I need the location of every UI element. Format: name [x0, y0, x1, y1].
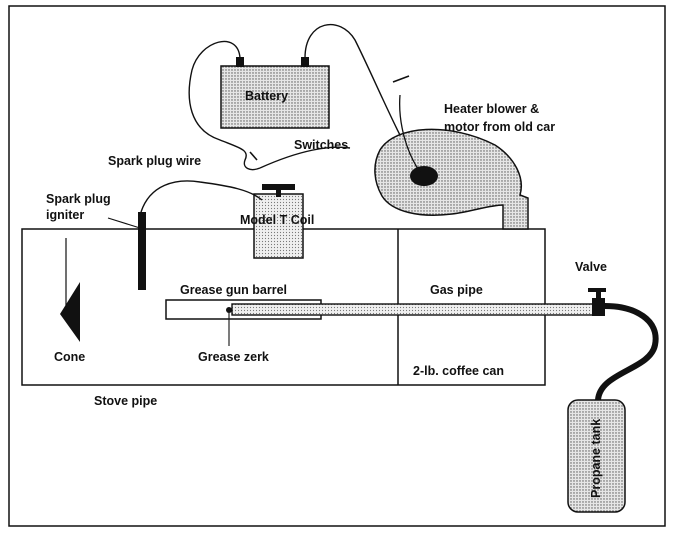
model-t-coil: [253, 193, 304, 259]
outer-frame: [8, 5, 666, 527]
spark-plug-label: Spark plug: [46, 192, 111, 206]
coffee-can-label: 2-lb. coffee can: [413, 364, 504, 378]
spark-plug-igniter: [138, 212, 146, 290]
wire-to-blower: [259, 146, 351, 169]
stove-pipe-label: Stove pipe: [94, 394, 157, 408]
propane-hose: [595, 303, 659, 403]
gas-pipe-label: Gas pipe: [430, 283, 483, 297]
battery-terminal-left: [236, 57, 244, 67]
battery-box: [220, 65, 330, 129]
switches-label: Switches: [294, 138, 348, 152]
spark-plug-wire-line: [140, 180, 263, 213]
battery-terminal-right: [301, 57, 309, 67]
blower-motor: [410, 166, 438, 186]
heater-blower: [374, 128, 529, 230]
valve-handle: [588, 288, 606, 292]
battery-label: Battery: [245, 89, 288, 103]
grease-zerk-label: Grease zerk: [198, 350, 269, 364]
wire-battery-left: [188, 40, 261, 171]
cone-label: Cone: [54, 350, 85, 364]
coil-label: Model T Coil: [240, 213, 314, 227]
heater-label-line1: Heater blower &: [444, 102, 539, 116]
propane-tank: [567, 399, 626, 513]
grease-zerk-dot: [226, 307, 232, 313]
switch-tick-2: [392, 75, 410, 83]
propane-tank-label: Propane tank: [589, 419, 603, 498]
valve-body: [592, 298, 605, 316]
heater-label-line2: motor from old car: [444, 120, 555, 134]
switch-tick-1: [249, 151, 258, 161]
cone: [60, 282, 80, 342]
coil-cap: [262, 184, 295, 190]
grease-gun-barrel-label: Grease gun barrel: [180, 283, 287, 297]
igniter-label: igniter: [46, 208, 84, 222]
wire-blower-motor: [399, 94, 421, 173]
valve-stem: [596, 291, 601, 299]
valve-label: Valve: [575, 260, 607, 274]
igniter-leader: [107, 217, 141, 229]
coil-post: [276, 189, 281, 197]
spark-plug-wire-label: Spark plug wire: [108, 154, 201, 168]
gas-pipe: [231, 303, 597, 316]
